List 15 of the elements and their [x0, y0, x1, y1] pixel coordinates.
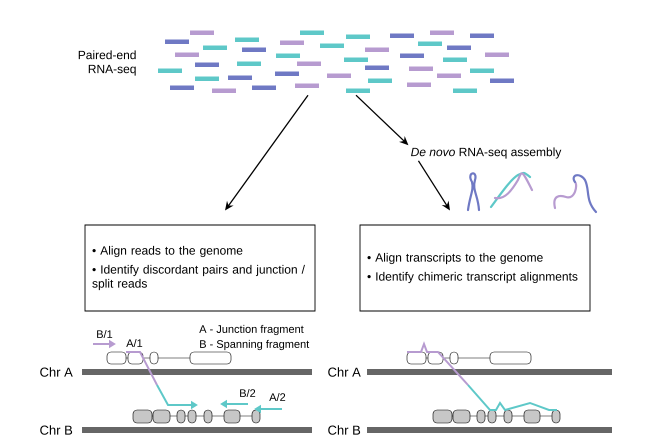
- chromosome-label: Chr B: [328, 425, 360, 435]
- read-label: A/1: [126, 338, 142, 348]
- chromosome-label: Chr B: [40, 425, 72, 435]
- legend-text: B - Spanning fragment: [200, 340, 310, 350]
- assembly-label: De novo RNA-seq assembly: [411, 147, 562, 159]
- chromosome-label: Chr A: [40, 367, 73, 377]
- step-box: • Align transcripts to the genome • Identify chimeric transcript alignments: [360, 224, 590, 312]
- read-label: B/2: [240, 388, 256, 398]
- legend-text: A - Junction fragment: [199, 324, 304, 336]
- chromosome-label: Chr A: [328, 367, 361, 377]
- read-label: B/1: [97, 330, 112, 338]
- read-label: A/2: [269, 392, 286, 402]
- sample-label: Paired-end RNA-seq: [78, 50, 136, 76]
- step-box: • Align reads to the genome • Identify discordant pairs and junction / split reads: [84, 224, 316, 312]
- reads-drawing: [158, 30, 514, 93]
